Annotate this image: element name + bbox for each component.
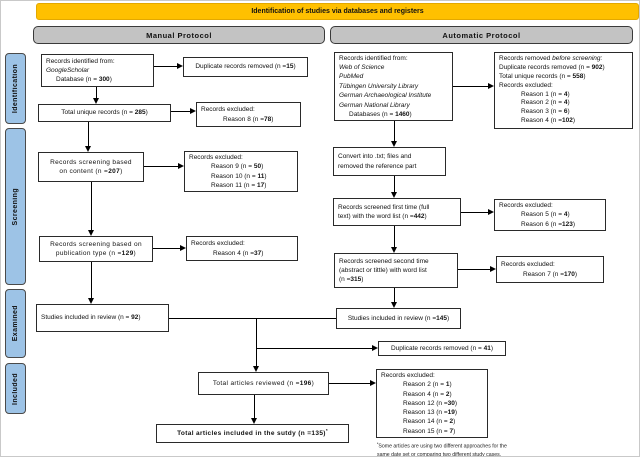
arrowhead (178, 163, 184, 169)
manual-duplicates-removed-box: Duplicate records removed (n =15) (183, 57, 308, 77)
arrowhead (372, 345, 378, 351)
automatic-removed-before-screening-box: Records removed before screening:Duplica… (494, 52, 633, 129)
arrowhead (370, 380, 376, 386)
manual-excluded-reason4-box: Records excluded:Reason 4 (n =37) (186, 236, 298, 261)
arrow-reviewed-to-final (254, 395, 256, 418)
arrowhead (180, 245, 186, 251)
arrow-merge-to-reviewed (256, 318, 258, 366)
stage-identification-label: Identification (12, 63, 19, 114)
arrowhead (85, 146, 91, 152)
arrow-screen2-to-excluded (458, 269, 490, 271)
arrowhead (177, 63, 183, 69)
manual-excluded-reason8-box: Records excluded:Reason 8 (n =78) (196, 102, 301, 127)
arrowhead (391, 192, 397, 198)
stage-screening: Screening (5, 128, 26, 285)
arrow-auto-identified-to-removed (453, 86, 488, 88)
arrow-auto-identified-to-convert (394, 121, 396, 141)
stage-included: Included (5, 363, 26, 414)
arrow-reviewed-to-excluded (329, 383, 370, 385)
automatic-protocol-label: Automatic Protocol (442, 30, 521, 40)
arrowhead (391, 302, 397, 308)
manual-total-unique-box: Total unique records (n = 285) (38, 104, 171, 122)
automatic-studies-included-box: Studies included in review (n =145) (336, 308, 461, 329)
stage-identification: Identification (5, 53, 26, 124)
arrow-merge-to-duplicates (256, 348, 372, 350)
stage-examined-label: Examined (12, 305, 19, 342)
arrow-screen1-to-excluded (461, 212, 488, 214)
manual-excluded-reasons9-11-box: Records excluded:Reason 9 (n = 50)Reason… (184, 151, 298, 192)
total-articles-reviewed-box: Total articles reviewed (n =196) (198, 372, 329, 395)
diagram-title: Identification of studies via databases … (251, 8, 424, 15)
footnote: *Some articles are using two different a… (377, 442, 507, 457)
arrow-convert-to-screen1 (394, 176, 396, 192)
arrow-screen-content-to-excluded (144, 166, 178, 168)
arrowhead (251, 418, 257, 424)
arrow-screen-pub-to-excluded (153, 248, 180, 250)
arrow-unique-to-screen-content (88, 122, 90, 147)
final-excluded-reasons-box: Records excluded:Reason 2 (n = 1)Reason … (376, 369, 488, 438)
arrow-screen-content-to-screen-pub (91, 182, 93, 230)
manual-protocol-label: Manual Protocol (146, 30, 212, 40)
arrowhead (488, 83, 494, 89)
stage-screening-label: Screening (12, 187, 19, 226)
arrowhead (93, 98, 99, 104)
stage-examined: Examined (5, 289, 26, 358)
arrow-manual-identified-to-duplicates (154, 66, 177, 68)
automatic-excluded-reasons5-6-box: Records excluded:Reason 5 (n = 4)Reason … (494, 199, 606, 231)
diagram-title-banner: Identification of studies via databases … (36, 3, 639, 20)
arrowhead (253, 366, 259, 372)
arrow-screen2-to-included (394, 288, 396, 302)
automatic-screened-second-time-box: Records screened second time(abstract or… (334, 253, 458, 288)
manual-protocol-header: Manual Protocol (33, 26, 325, 44)
arrowhead (490, 266, 496, 272)
arrowhead (88, 298, 94, 304)
line-merge-horizontal (169, 318, 336, 320)
arrowhead (488, 209, 494, 215)
merged-duplicates-removed-box: Duplicate records removed (n = 41) (378, 341, 506, 356)
automatic-excluded-reason7-box: Records excluded:Reason 7 (n =170) (496, 256, 604, 283)
arrow-manual-identified-to-unique (96, 87, 98, 99)
arrow-unique-to-excluded (171, 111, 190, 113)
arrowhead (88, 230, 94, 236)
automatic-protocol-header: Automatic Protocol (330, 26, 633, 44)
total-articles-included-box: Total articles included in the sutdy (n … (156, 424, 349, 443)
manual-studies-included-box: Studies included in review (n = 92) (36, 304, 169, 332)
stage-included-label: Included (12, 372, 19, 405)
arrow-screen1-to-screen2 (394, 226, 396, 247)
arrowhead (190, 108, 196, 114)
arrowhead (391, 247, 397, 253)
arrow-screen-pub-to-included (91, 262, 93, 298)
arrowhead (391, 141, 397, 147)
